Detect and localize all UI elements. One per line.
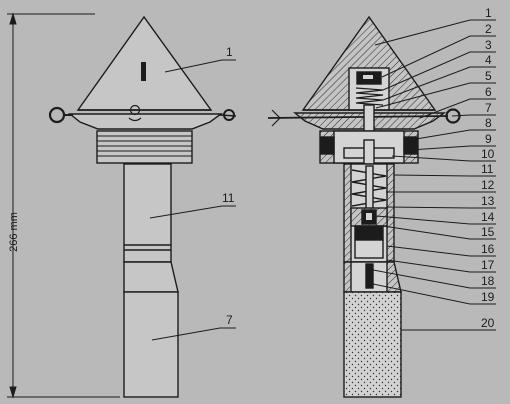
right-label-8: 8 bbox=[485, 116, 492, 130]
explosive-charge bbox=[343, 291, 402, 398]
right-label-12: 12 bbox=[481, 178, 495, 192]
right-label-19: 19 bbox=[481, 290, 495, 304]
left-label-11: 11 bbox=[222, 191, 235, 205]
main-spring bbox=[351, 169, 387, 207]
right-label-18: 18 bbox=[481, 274, 495, 288]
right-label-1: 1 bbox=[485, 6, 492, 20]
ring-lug-left bbox=[48, 106, 66, 124]
right-label-13: 13 bbox=[481, 194, 495, 208]
detonator-tube bbox=[365, 263, 374, 289]
left-leader-lines bbox=[149, 59, 236, 341]
right-label-5: 5 bbox=[485, 69, 492, 83]
relay bbox=[354, 239, 384, 259]
firing-pin bbox=[267, 115, 449, 119]
right-view-section bbox=[267, 15, 461, 398]
right-label-4: 4 bbox=[485, 53, 492, 67]
right-label-2: 2 bbox=[485, 22, 492, 36]
right-label-10: 10 bbox=[481, 147, 495, 161]
right-label-17: 17 bbox=[481, 258, 495, 272]
cap-brim bbox=[68, 113, 224, 130]
lower-tube bbox=[123, 291, 179, 398]
booster bbox=[354, 225, 384, 241]
left-label-1: 1 bbox=[226, 45, 233, 59]
right-label-9: 9 bbox=[485, 132, 492, 146]
left-view-exterior bbox=[48, 15, 237, 398]
right-label-7: 7 bbox=[485, 101, 492, 115]
right-label-15: 15 bbox=[481, 225, 495, 239]
collar-seal-left bbox=[320, 136, 335, 155]
cap-screw-icon bbox=[128, 104, 142, 122]
dimension-label: 266 mm bbox=[8, 212, 20, 252]
right-label-20: 20 bbox=[481, 316, 495, 330]
right-label-6: 6 bbox=[485, 85, 492, 99]
right-label-11: 11 bbox=[481, 162, 494, 176]
right-label-14: 14 bbox=[481, 210, 495, 224]
cavity-spring bbox=[355, 87, 384, 106]
cap-slot bbox=[141, 62, 146, 81]
upper-tube bbox=[123, 163, 172, 263]
right-leader-lines bbox=[372, 19, 496, 331]
dimension-line bbox=[7, 12, 120, 399]
tube-taper bbox=[123, 261, 179, 293]
left-label-7: 7 bbox=[226, 313, 233, 327]
right-label-16: 16 bbox=[481, 242, 495, 256]
right-label-3: 3 bbox=[485, 38, 492, 52]
